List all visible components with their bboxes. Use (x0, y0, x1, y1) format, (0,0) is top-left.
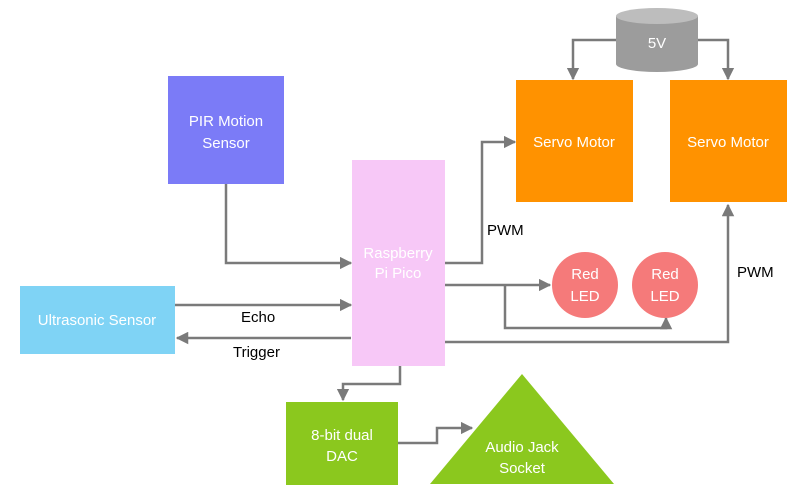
pico-to-dac-line (336, 366, 402, 402)
pir-label-line-1: PIR Motion (189, 113, 263, 130)
dac-to-audio-line (398, 421, 474, 445)
servo-motor-right-block: Servo Motor (670, 80, 787, 202)
supply-to-servo-right-line (698, 38, 735, 81)
led-right-label-line-2: LED (650, 288, 679, 305)
echo-label: Echo (241, 309, 275, 326)
servo-motor-left-block: Servo Motor (516, 80, 633, 202)
pir-label-line-2: Sensor (202, 135, 250, 152)
pico-to-servo-left-line (445, 135, 517, 265)
pico-to-led-right-line (503, 285, 673, 330)
led-left-label-line-1: Red (571, 266, 599, 283)
ultrasonic-label: Ultrasonic Sensor (38, 312, 156, 329)
pico-label-line-2: Pi Pico (375, 265, 422, 282)
servo-right-label: Servo Motor (687, 134, 769, 151)
led-right-label-line-1: Red (651, 266, 679, 283)
supply-label: 5V (648, 35, 666, 52)
red-led-left: Red LED (552, 252, 618, 318)
supply-to-servo-left-line (566, 38, 616, 81)
connectors (175, 38, 735, 445)
led-left-label-line-2: LED (570, 288, 599, 305)
pir-motion-sensor-block: PIR Motion Sensor (168, 76, 284, 184)
audio-jack-socket-block: Audio Jack Socket (430, 374, 614, 484)
pico-to-servo-right-line (445, 203, 735, 344)
pwm-left-label: PWM (487, 222, 524, 239)
dac-label-line-2: DAC (326, 448, 358, 465)
pwm-right-label: PWM (737, 264, 774, 281)
dac-block: 8-bit dual DAC (286, 402, 398, 485)
dac-label-line-1: 8-bit dual (311, 427, 373, 444)
audio-label-line-2: Socket (499, 460, 546, 477)
pico-label-line-1: Raspberry (363, 245, 433, 262)
audio-label-line-1: Audio Jack (485, 439, 559, 456)
pir-to-pico-line (224, 184, 353, 270)
trigger-label: Trigger (233, 344, 280, 361)
5v-supply-cylinder: 5V (616, 8, 698, 72)
servo-left-label: Servo Motor (533, 134, 615, 151)
red-led-right: Red LED (632, 252, 698, 318)
raspberry-pi-pico-block: Raspberry Pi Pico (352, 160, 445, 366)
ultrasonic-sensor-block: Ultrasonic Sensor (20, 286, 175, 354)
